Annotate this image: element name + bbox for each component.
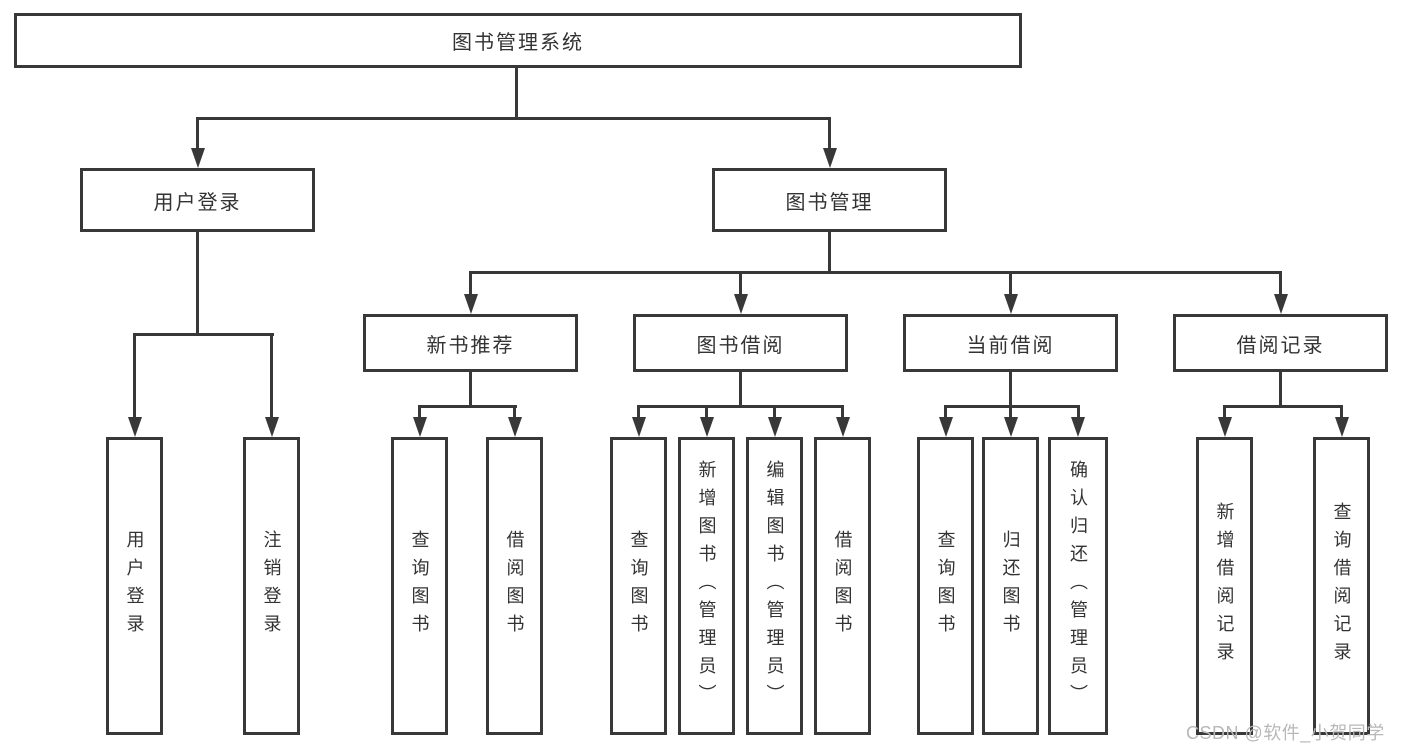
connector-line [469, 372, 472, 407]
leaf-borrow-borrow: 借阅图书 [814, 437, 871, 735]
watermark-text: CSDN @软件_小贺同学 [1186, 723, 1385, 743]
node-label: 查询图书 [409, 530, 430, 642]
node-label: 借阅图书 [832, 530, 853, 642]
connector-line [739, 372, 742, 407]
node-label: 用户登录 [124, 530, 145, 642]
node-label: 编辑图书（管理员） [764, 460, 785, 712]
arrowhead-down-icon [463, 294, 478, 314]
node-label: 图书管理 [785, 191, 874, 214]
arrowhead-down-icon [1217, 417, 1232, 437]
arrowhead-down-icon [835, 417, 850, 437]
connector-line [418, 405, 421, 421]
connector-line [1009, 405, 1012, 421]
leaf-user-login: 用户登录 [106, 437, 163, 735]
connector-line [1223, 405, 1343, 408]
leaf-record-add: 新增借阅记录 [1196, 437, 1253, 735]
connector-line [513, 405, 516, 421]
connector-line [944, 405, 1080, 408]
node-label: 图书管理系统 [452, 32, 584, 54]
leaf-borrow-edit-admin: 编辑图书（管理员） [746, 437, 803, 735]
connector-line [418, 405, 517, 408]
connector-line [828, 232, 831, 273]
node-label: 确认归还（管理员） [1068, 460, 1088, 712]
connector-line [1009, 372, 1012, 407]
node-label: 查询借阅记录 [1331, 502, 1352, 670]
node-book-management: 图书管理 [712, 168, 947, 232]
connector-line [773, 405, 776, 421]
node-root: 图书管理系统 [14, 13, 1022, 68]
arrowhead-down-icon [1071, 417, 1085, 437]
arrowhead-down-icon [264, 417, 279, 437]
connector-line [637, 405, 640, 421]
leaf-borrow-add-admin: 新增图书（管理员） [678, 437, 735, 735]
leaf-record-query: 查询借阅记录 [1313, 437, 1370, 735]
node-label: 新书推荐 [426, 334, 515, 357]
connector-line [841, 405, 844, 421]
leaf-newbook-query: 查询图书 [391, 437, 448, 735]
node-label: 新增图书（管理员） [696, 460, 717, 712]
connector-line [1223, 405, 1226, 421]
connector-line [1279, 271, 1282, 297]
connector-line [196, 232, 199, 335]
arrowhead-down-icon [507, 417, 522, 437]
connector-line [196, 117, 199, 150]
connector-line [133, 333, 136, 420]
arrowhead-down-icon [699, 417, 714, 437]
node-book-borrow: 图书借阅 [633, 314, 848, 372]
connector-line [270, 333, 273, 420]
arrowhead-down-icon [733, 294, 748, 314]
arrowhead-down-icon [938, 417, 953, 437]
leaf-logout: 注销登录 [243, 437, 300, 735]
connector-line [1076, 405, 1080, 421]
node-label: 查询图书 [935, 530, 956, 642]
arrowhead-down-icon [822, 148, 837, 168]
connector-line [637, 405, 844, 408]
node-user-login: 用户登录 [80, 168, 315, 232]
arrowhead-down-icon [1003, 417, 1018, 437]
connector-line [739, 271, 742, 297]
connector-line [828, 117, 831, 150]
node-label: 借阅记录 [1236, 334, 1325, 357]
arrowhead-down-icon [127, 417, 142, 437]
connector-line [1340, 405, 1343, 421]
node-label: 图书借阅 [696, 334, 785, 357]
arrowhead-down-icon [1334, 417, 1349, 437]
connector-line [469, 271, 472, 297]
leaf-borrow-query: 查询图书 [610, 437, 667, 735]
connector-line [469, 271, 1282, 274]
arrowhead-down-icon [1273, 294, 1288, 314]
arrowhead-down-icon [631, 417, 646, 437]
leaf-newbook-borrow: 借阅图书 [486, 437, 543, 735]
connector-line [133, 333, 274, 336]
arrowhead-down-icon [190, 148, 205, 168]
connector-line [514, 68, 518, 118]
connector-line [944, 405, 947, 421]
connector-line [196, 117, 831, 120]
node-borrow-record: 借阅记录 [1173, 314, 1388, 372]
arrowhead-down-icon [412, 417, 427, 437]
node-label: 归还图书 [1000, 530, 1021, 642]
node-label: 注销登录 [261, 530, 282, 642]
node-label: 借阅图书 [504, 530, 525, 642]
node-label: 新增借阅记录 [1214, 502, 1235, 670]
leaf-current-query: 查询图书 [917, 437, 974, 735]
node-label: 用户登录 [153, 191, 242, 214]
arrowhead-down-icon [767, 417, 782, 437]
connector-line [705, 405, 708, 421]
node-current-borrow: 当前借阅 [903, 314, 1118, 372]
leaf-current-confirm-admin: 确认归还（管理员） [1048, 437, 1108, 735]
connector-line [1009, 271, 1012, 297]
node-label: 当前借阅 [966, 334, 1055, 357]
node-label: 查询图书 [628, 530, 649, 642]
node-new-book-recommend: 新书推荐 [363, 314, 578, 372]
arrowhead-down-icon [1003, 294, 1018, 314]
connector-line [1279, 372, 1282, 407]
leaf-current-return: 归还图书 [982, 437, 1039, 735]
